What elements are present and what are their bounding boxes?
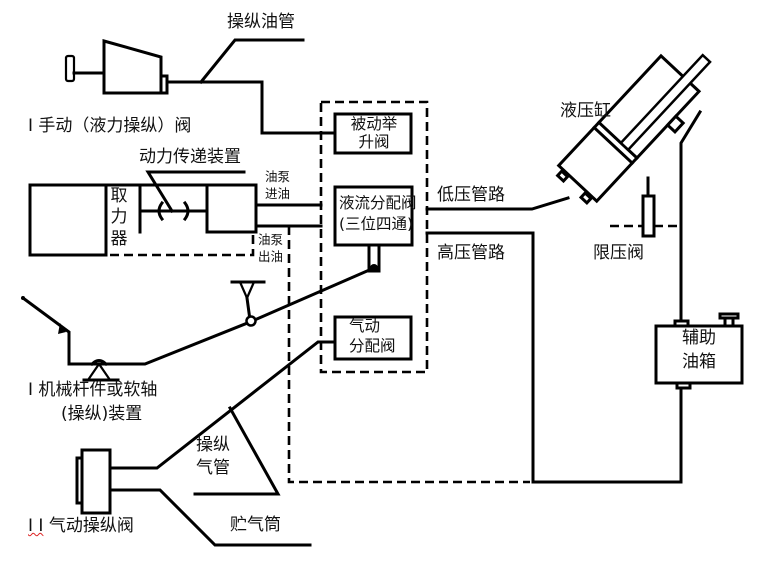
label-pto: 取力器	[110, 186, 128, 249]
label-air-reservoir: 贮气筒	[230, 515, 281, 535]
aux-tank-inlet	[673, 319, 690, 328]
label-passive-lift-valve-1: 被动举	[350, 115, 398, 133]
pressure-limit-valve-body	[641, 194, 656, 238]
label-pump-outlet-2: 出油	[258, 249, 284, 264]
pto-dashed-return	[110, 232, 255, 257]
label-control-air-pipe-2: 气管	[196, 458, 230, 478]
label-control-oil-pipe: 操纵油管	[227, 12, 295, 32]
passive-lift-valve-box	[333, 112, 413, 155]
aux-tank-outlet	[675, 381, 692, 390]
label-pneumatic-distributor-1: 气动	[349, 317, 381, 335]
label-passive-lift-valve-2: 升阀	[358, 133, 390, 151]
air-reservoir-line	[108, 488, 312, 547]
control-air-pipe-leader	[193, 405, 281, 496]
pump-return-dashed	[287, 226, 530, 484]
valve-block-dashed-outline	[319, 100, 429, 374]
label-pneumatic-valve-prefix: I I	[28, 516, 44, 536]
label-pneumatic-valve: I I 气动操纵阀	[28, 516, 134, 537]
linkage-pivot-icon	[230, 280, 266, 327]
mechanical-linkage-rod	[248, 266, 376, 324]
label-power-transmission: 动力传递装置	[139, 147, 241, 167]
label-pneumatic-distributor-2: 分配阀	[349, 337, 396, 355]
label-pump-inlet-2: 进油	[265, 186, 291, 201]
pneumatic-valve-icon	[75, 448, 112, 515]
control-air-pipe-line	[108, 340, 337, 470]
label-fluid-distributor-2: (三位四通)	[339, 215, 414, 233]
control-oil-pipe-leader	[198, 38, 305, 85]
label-hydraulic-cylinder: 液压缸	[560, 101, 611, 121]
label-pneumatic-valve-text: 气动操纵阀	[48, 516, 134, 536]
label-control-air-pipe-1: 操纵	[196, 435, 230, 455]
low-pressure-line	[425, 196, 570, 211]
label-fluid-distributor-1: 液流分配阀	[339, 194, 417, 212]
power-take-off-icon	[28, 183, 258, 257]
manual-valve-icon	[64, 39, 169, 95]
label-aux-tank-1: 辅助	[682, 328, 716, 348]
hydraulic-cylinder-icon	[555, 53, 712, 205]
high-pressure-line	[425, 231, 683, 484]
label-pump-outlet-1: 油泵	[258, 232, 284, 247]
label-aux-tank-2: 油箱	[682, 352, 716, 372]
label-high-pressure-line: 高压管路	[437, 243, 505, 263]
label-mechanical-linkage-1: I 机械杆件或软轴	[28, 380, 158, 400]
aux-oil-tank-box	[654, 324, 744, 385]
control-oil-pipe-line	[165, 80, 337, 135]
label-pump-inlet-1: 油泵	[265, 169, 291, 184]
cylinder-return-line	[679, 109, 703, 320]
power-transmission-leader	[145, 170, 246, 214]
pneumatic-distributor-box	[333, 315, 413, 361]
aux-tank-cap-icon	[718, 312, 740, 328]
mechanical-lever-icon	[20, 295, 252, 382]
label-low-pressure-line: 低压管路	[437, 185, 505, 205]
label-mechanical-linkage-2: (操纵)装置	[61, 404, 143, 424]
label-pressure-limit-valve: 限压阀	[593, 243, 644, 263]
label-manual-valve: I 手动（液力操纵）阀	[28, 116, 192, 136]
